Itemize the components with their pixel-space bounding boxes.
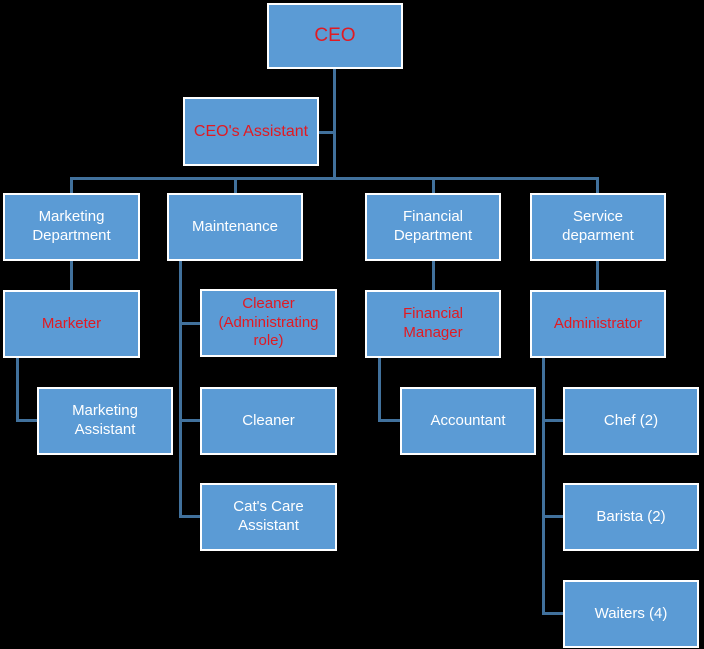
node-maintenance: Maintenance — [167, 193, 303, 261]
connector-marketer-elbow-v — [16, 356, 19, 422]
connector-stub-marketing — [70, 177, 73, 195]
node-chef: Chef (2) — [563, 387, 699, 455]
connector-maintenance-to-cleaner — [179, 419, 202, 422]
connector-administrator-drop — [542, 356, 545, 615]
node-financial-manager: Financial Manager — [365, 290, 501, 358]
connector-finmanager-elbow-v — [378, 356, 381, 422]
node-cats-care-assistant: Cat's Care Assistant — [200, 483, 337, 551]
node-marketer: Marketer — [3, 290, 140, 358]
connector-maintenance-to-cleaner-admin — [179, 322, 202, 325]
node-ceo-assistant: CEO's Assistant — [183, 97, 319, 166]
node-cleaner: Cleaner — [200, 387, 337, 455]
node-financial-department: Financial Department — [365, 193, 501, 261]
connector-ceo-drop — [333, 68, 336, 180]
connector-ceo-assistant-elbow — [319, 131, 335, 134]
connector-admin-to-waiters — [542, 612, 565, 615]
connector-stub-service — [596, 177, 599, 195]
connector-maintenance-drop — [179, 259, 182, 518]
node-service-deparment: Service deparment — [530, 193, 666, 261]
node-marketing-department: Marketing Department — [3, 193, 140, 261]
connector-stub-maintenance — [234, 177, 237, 195]
connector-marketing-to-marketer — [70, 259, 73, 292]
connector-admin-to-barista — [542, 515, 565, 518]
node-marketing-assistant: Marketing Assistant — [37, 387, 173, 455]
connector-stub-financial — [432, 177, 435, 195]
node-administrator: Administrator — [530, 290, 666, 358]
connector-marketer-to-assistant — [16, 419, 39, 422]
node-barista: Barista (2) — [563, 483, 699, 551]
connector-admin-to-chef — [542, 419, 565, 422]
connector-finmanager-to-accountant — [378, 419, 402, 422]
connector-maintenance-to-cats-care — [179, 515, 202, 518]
node-cleaner-administrating: Cleaner (Administrating role) — [200, 289, 337, 357]
connector-financial-to-manager — [432, 259, 435, 292]
node-waiters: Waiters (4) — [563, 580, 699, 648]
connector-service-to-admin — [596, 259, 599, 292]
node-ceo: CEO — [267, 3, 403, 69]
node-accountant: Accountant — [400, 387, 536, 455]
connector-main-horizontal — [70, 177, 599, 180]
